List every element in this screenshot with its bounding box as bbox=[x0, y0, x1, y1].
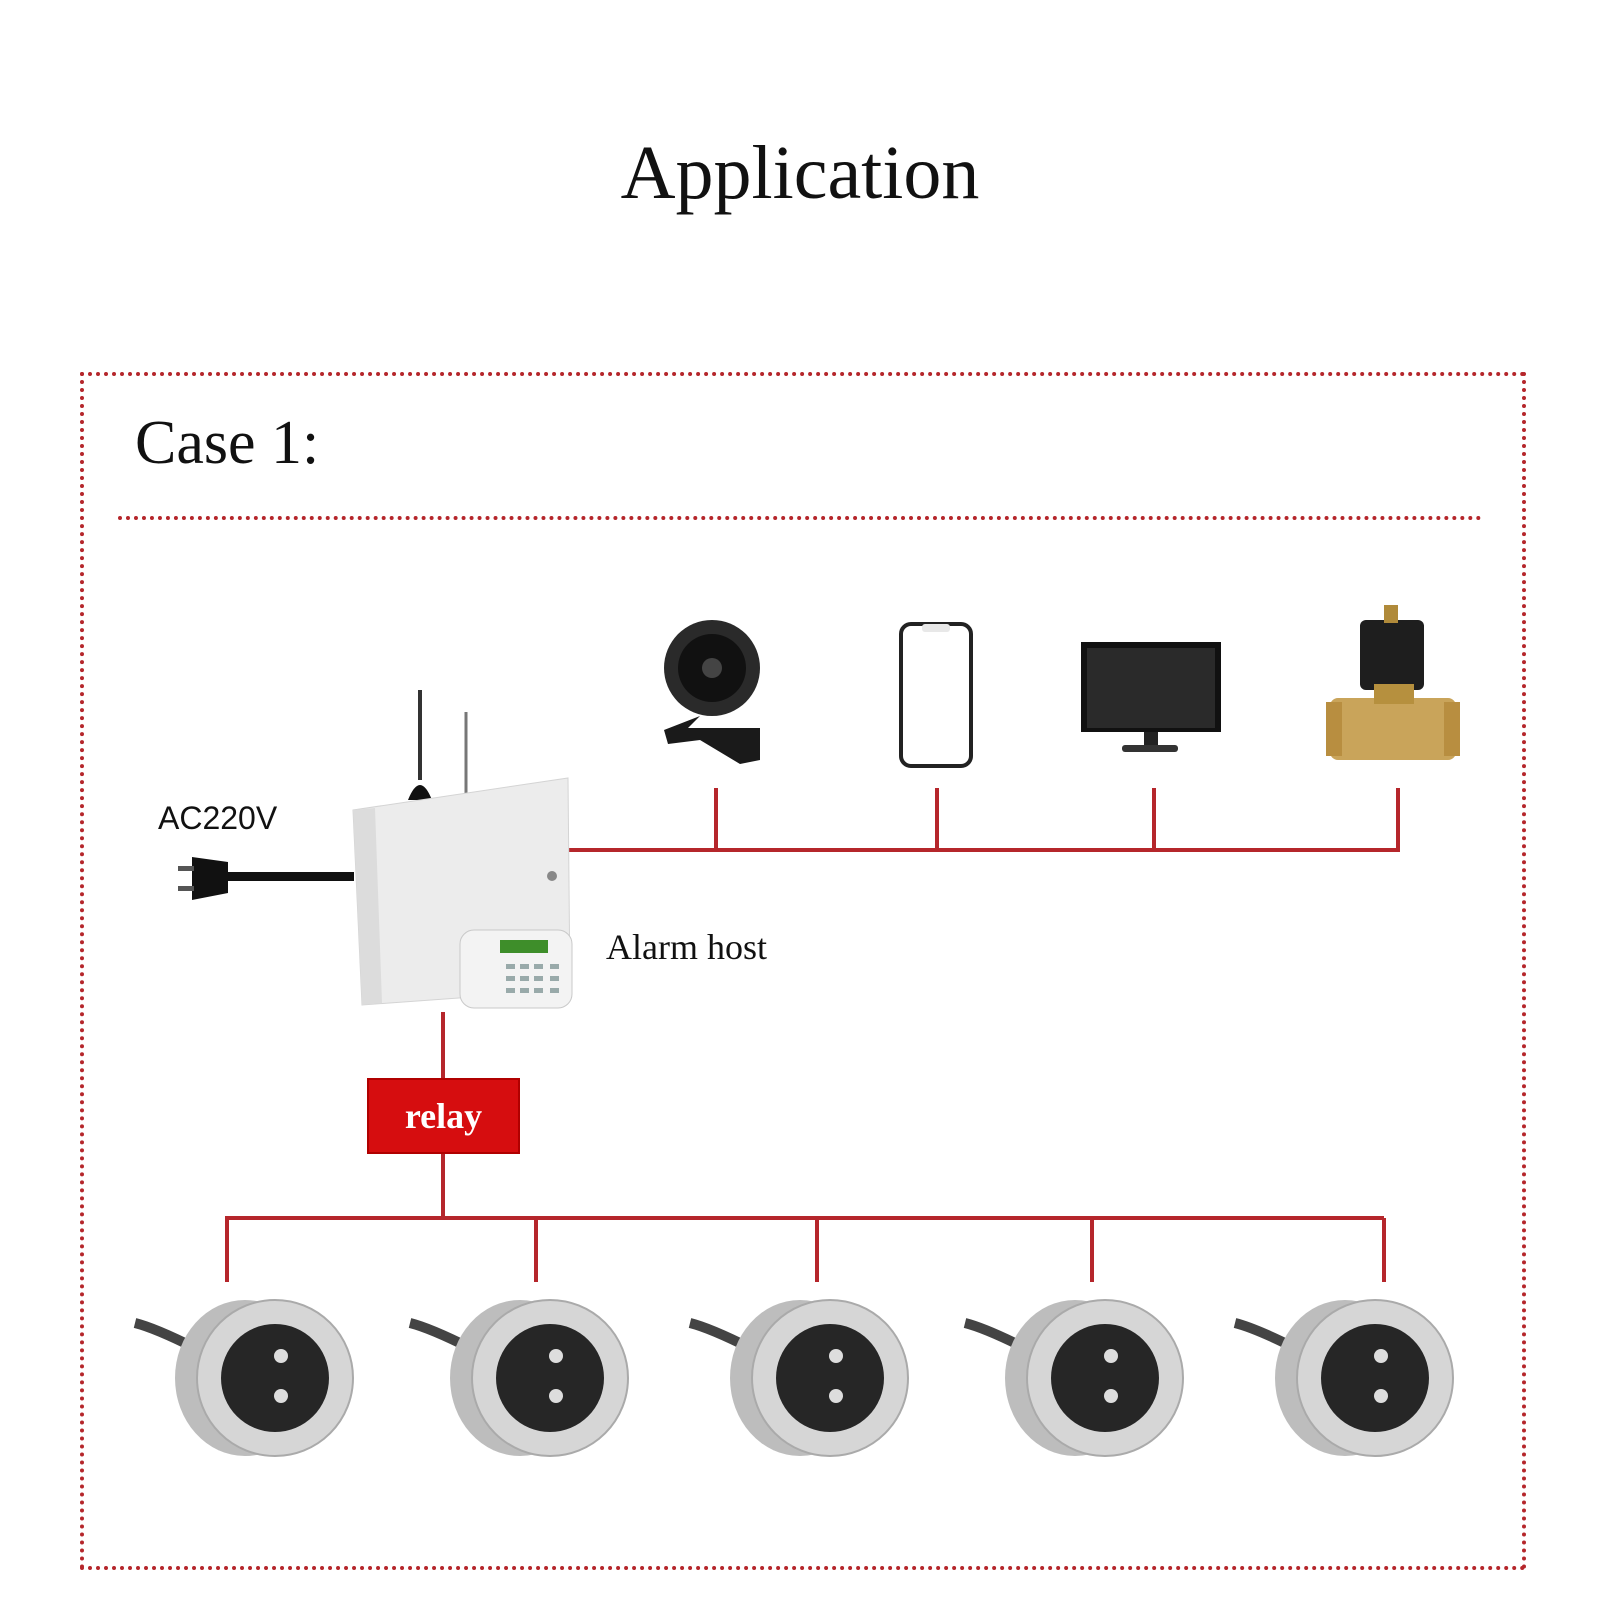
case-frame bbox=[80, 372, 1526, 1570]
sensor-bus bbox=[225, 1012, 1386, 1282]
case-separator bbox=[118, 516, 1482, 520]
page-title: Application bbox=[620, 131, 980, 215]
siren-icon bbox=[664, 620, 760, 764]
keypad-icon bbox=[459, 929, 573, 1009]
phone-icon bbox=[899, 622, 973, 768]
alarm-host-label: Alarm host bbox=[606, 927, 767, 967]
water-sensor-icon bbox=[408, 1299, 629, 1457]
power-plug-icon bbox=[178, 857, 354, 900]
relay-box: relay bbox=[367, 1078, 520, 1154]
water-sensor-icon bbox=[688, 1299, 909, 1457]
output-bus bbox=[568, 788, 1400, 852]
power-label: AC220V bbox=[158, 800, 278, 836]
valve-icon bbox=[1326, 605, 1460, 760]
water-sensor-icon bbox=[963, 1299, 1184, 1457]
monitor-icon bbox=[1081, 642, 1221, 752]
case-label: Case 1: bbox=[135, 409, 320, 477]
water-sensor-icon bbox=[133, 1299, 354, 1457]
water-sensor-icon bbox=[1233, 1299, 1454, 1457]
